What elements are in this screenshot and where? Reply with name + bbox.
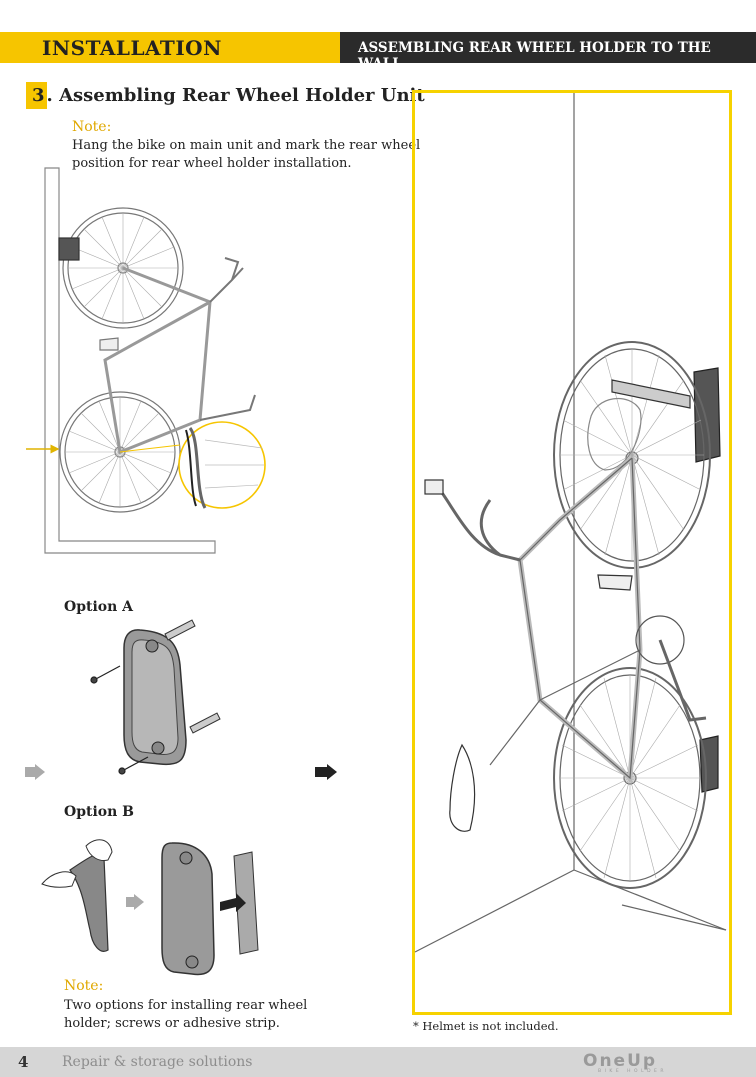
arrow-icon-left [25, 764, 45, 780]
note-heading: Note: [72, 119, 112, 135]
helmet-footnote: * Helmet is not included. [413, 1019, 559, 1033]
option-a-label: Option A [64, 599, 134, 615]
footer-tagline: Repair & storage solutions [62, 1054, 253, 1070]
section-header: INSTALLATION [0, 32, 340, 63]
step-number: 3 [26, 82, 47, 109]
note-line-1: Hang the bike on main unit and mark the … [72, 138, 421, 153]
option-a-plate-with-screws [90, 619, 221, 775]
installed-bike-illustration-frame [412, 90, 732, 1015]
brand-logo: OneUp [583, 1051, 658, 1071]
step-text: . Assembling Rear Wheel Holder Unit [46, 85, 425, 106]
installed-bike-on-wall [414, 93, 727, 953]
note-2-heading: Note: [64, 978, 104, 994]
option-b-label: Option B [64, 804, 134, 820]
page-number: 4 [18, 1053, 29, 1071]
subtitle-header: ASSEMBLING REAR WHEEL HOLDER TO THE WALL [340, 32, 756, 72]
note-2-line-2: holder; screws or adhesive strip. [64, 1016, 280, 1031]
note-2-line-1: Two options for installing rear wheel [64, 998, 308, 1013]
bike-on-wall-diagram [26, 167, 266, 554]
brand-logo-subtext: BIKE HOLDER [598, 1069, 668, 1074]
option-b-adhesive-illustration [41, 839, 259, 976]
section-title: INSTALLATION [42, 36, 222, 60]
note-line-2: position for rear wheel holder installat… [72, 156, 352, 171]
arrow-icon-right [315, 764, 337, 780]
step-title: 3. Assembling Rear Wheel Holder Unit [26, 82, 425, 109]
footer-bar: 4 Repair & storage solutions OneUp BIKE … [0, 1047, 756, 1077]
section-subtitle: ASSEMBLING REAR WHEEL HOLDER TO THE WALL [358, 40, 711, 72]
